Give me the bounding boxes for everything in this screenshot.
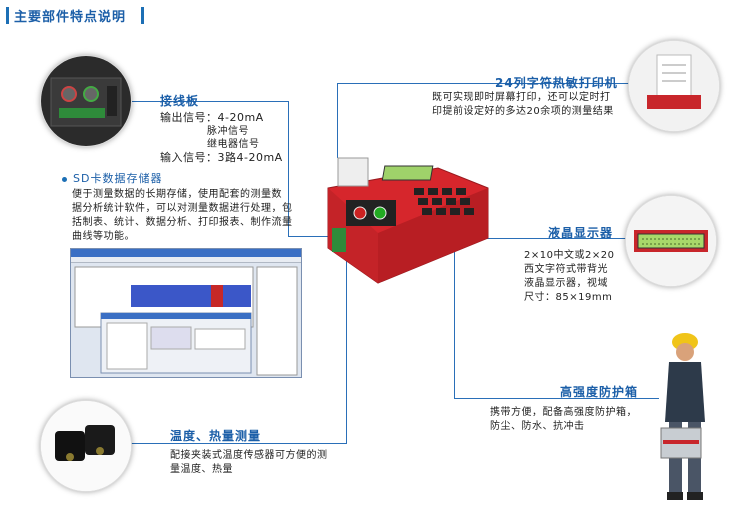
- connector-terminal-v: [288, 101, 289, 236]
- printer-desc-2: 印提前设定好的多达20余项的测量结果: [432, 106, 614, 117]
- lcd-desc-4: 尺寸：85×19mm: [524, 292, 613, 303]
- terminal-line-3: 继电器信号: [207, 139, 260, 150]
- software-titlebar: [71, 249, 301, 257]
- case-title: 高强度防护箱: [560, 385, 639, 399]
- case-desc-1: 携带方便，配备高强度防护箱，: [490, 407, 637, 418]
- printer-desc-1: 既可实现即时屏幕打印，还可以定时打: [432, 92, 611, 103]
- sdcard-desc-3: 括制表、统计、数据分析、打印报表、制作流量: [72, 217, 293, 228]
- software-menubar: [71, 257, 301, 263]
- terminal-title: 接线板: [160, 94, 200, 108]
- temp-desc-2: 量温度、热量: [170, 464, 233, 475]
- sdcard-title-label: SD卡数据存储器: [73, 172, 163, 185]
- header-accent-bar-right: [141, 7, 144, 24]
- temperature-sensor-photo: [40, 400, 132, 492]
- connector-temp-v: [346, 243, 347, 443]
- lcd-desc-2: 西文字符式带背光: [524, 264, 608, 275]
- header-accent-bar: [6, 7, 9, 24]
- worker-with-case-image: [660, 333, 705, 500]
- connector-case-v: [454, 230, 455, 398]
- bullet-icon: [62, 176, 67, 182]
- printer-title: 24列字符热敏打印机: [495, 76, 618, 90]
- connector-printer-v: [337, 83, 338, 158]
- printer-photo: [628, 40, 720, 132]
- connector-case-h: [454, 398, 659, 399]
- software-screenshot: [70, 248, 302, 378]
- terminal-line-1: 输出信号：4-20mA: [160, 111, 264, 124]
- lcd-desc-3: 液晶显示器，视域: [524, 278, 608, 289]
- connector-printer-h: [337, 83, 637, 84]
- terminal-board-icon: [41, 56, 131, 146]
- sdcard-desc-1: 便于测量数据的长期存储，使用配套的测量数: [72, 189, 282, 200]
- lcd-desc-1: 2×10中文或2×20: [524, 250, 615, 261]
- connector-lcd-h: [422, 238, 632, 239]
- printer-icon: [629, 41, 719, 131]
- temperature-sensor-icon: [41, 401, 131, 491]
- software-table-graphic: [74, 266, 298, 376]
- sdcard-desc-2: 据分析统计软件，可以对测量数据进行处理，包: [72, 203, 293, 214]
- terminal-line-4: 输入信号：3路4-20mA: [160, 151, 283, 164]
- sdcard-desc-4: 曲线等功能。: [72, 231, 135, 242]
- connector-terminal-h: [123, 101, 288, 102]
- temp-desc-1: 配接夹装式温度传感器可方便的测: [170, 450, 328, 461]
- sdcard-title: SD卡数据存储器: [62, 170, 162, 186]
- connector-terminal-h2: [288, 236, 338, 237]
- case-desc-2: 防尘、防水、抗冲击: [490, 421, 585, 432]
- terminal-board-photo: [40, 55, 132, 147]
- flowmeter-device: [327, 157, 489, 284]
- page-title: 主要部件特点说明: [14, 10, 127, 25]
- connector-temp-h: [127, 443, 347, 444]
- lcd-icon: [626, 196, 716, 286]
- lcd-photo: [625, 195, 717, 287]
- temp-title: 温度、热量测量: [170, 429, 262, 443]
- lcd-title: 液晶显示器: [548, 226, 614, 240]
- terminal-line-2: 脉冲信号: [207, 126, 249, 137]
